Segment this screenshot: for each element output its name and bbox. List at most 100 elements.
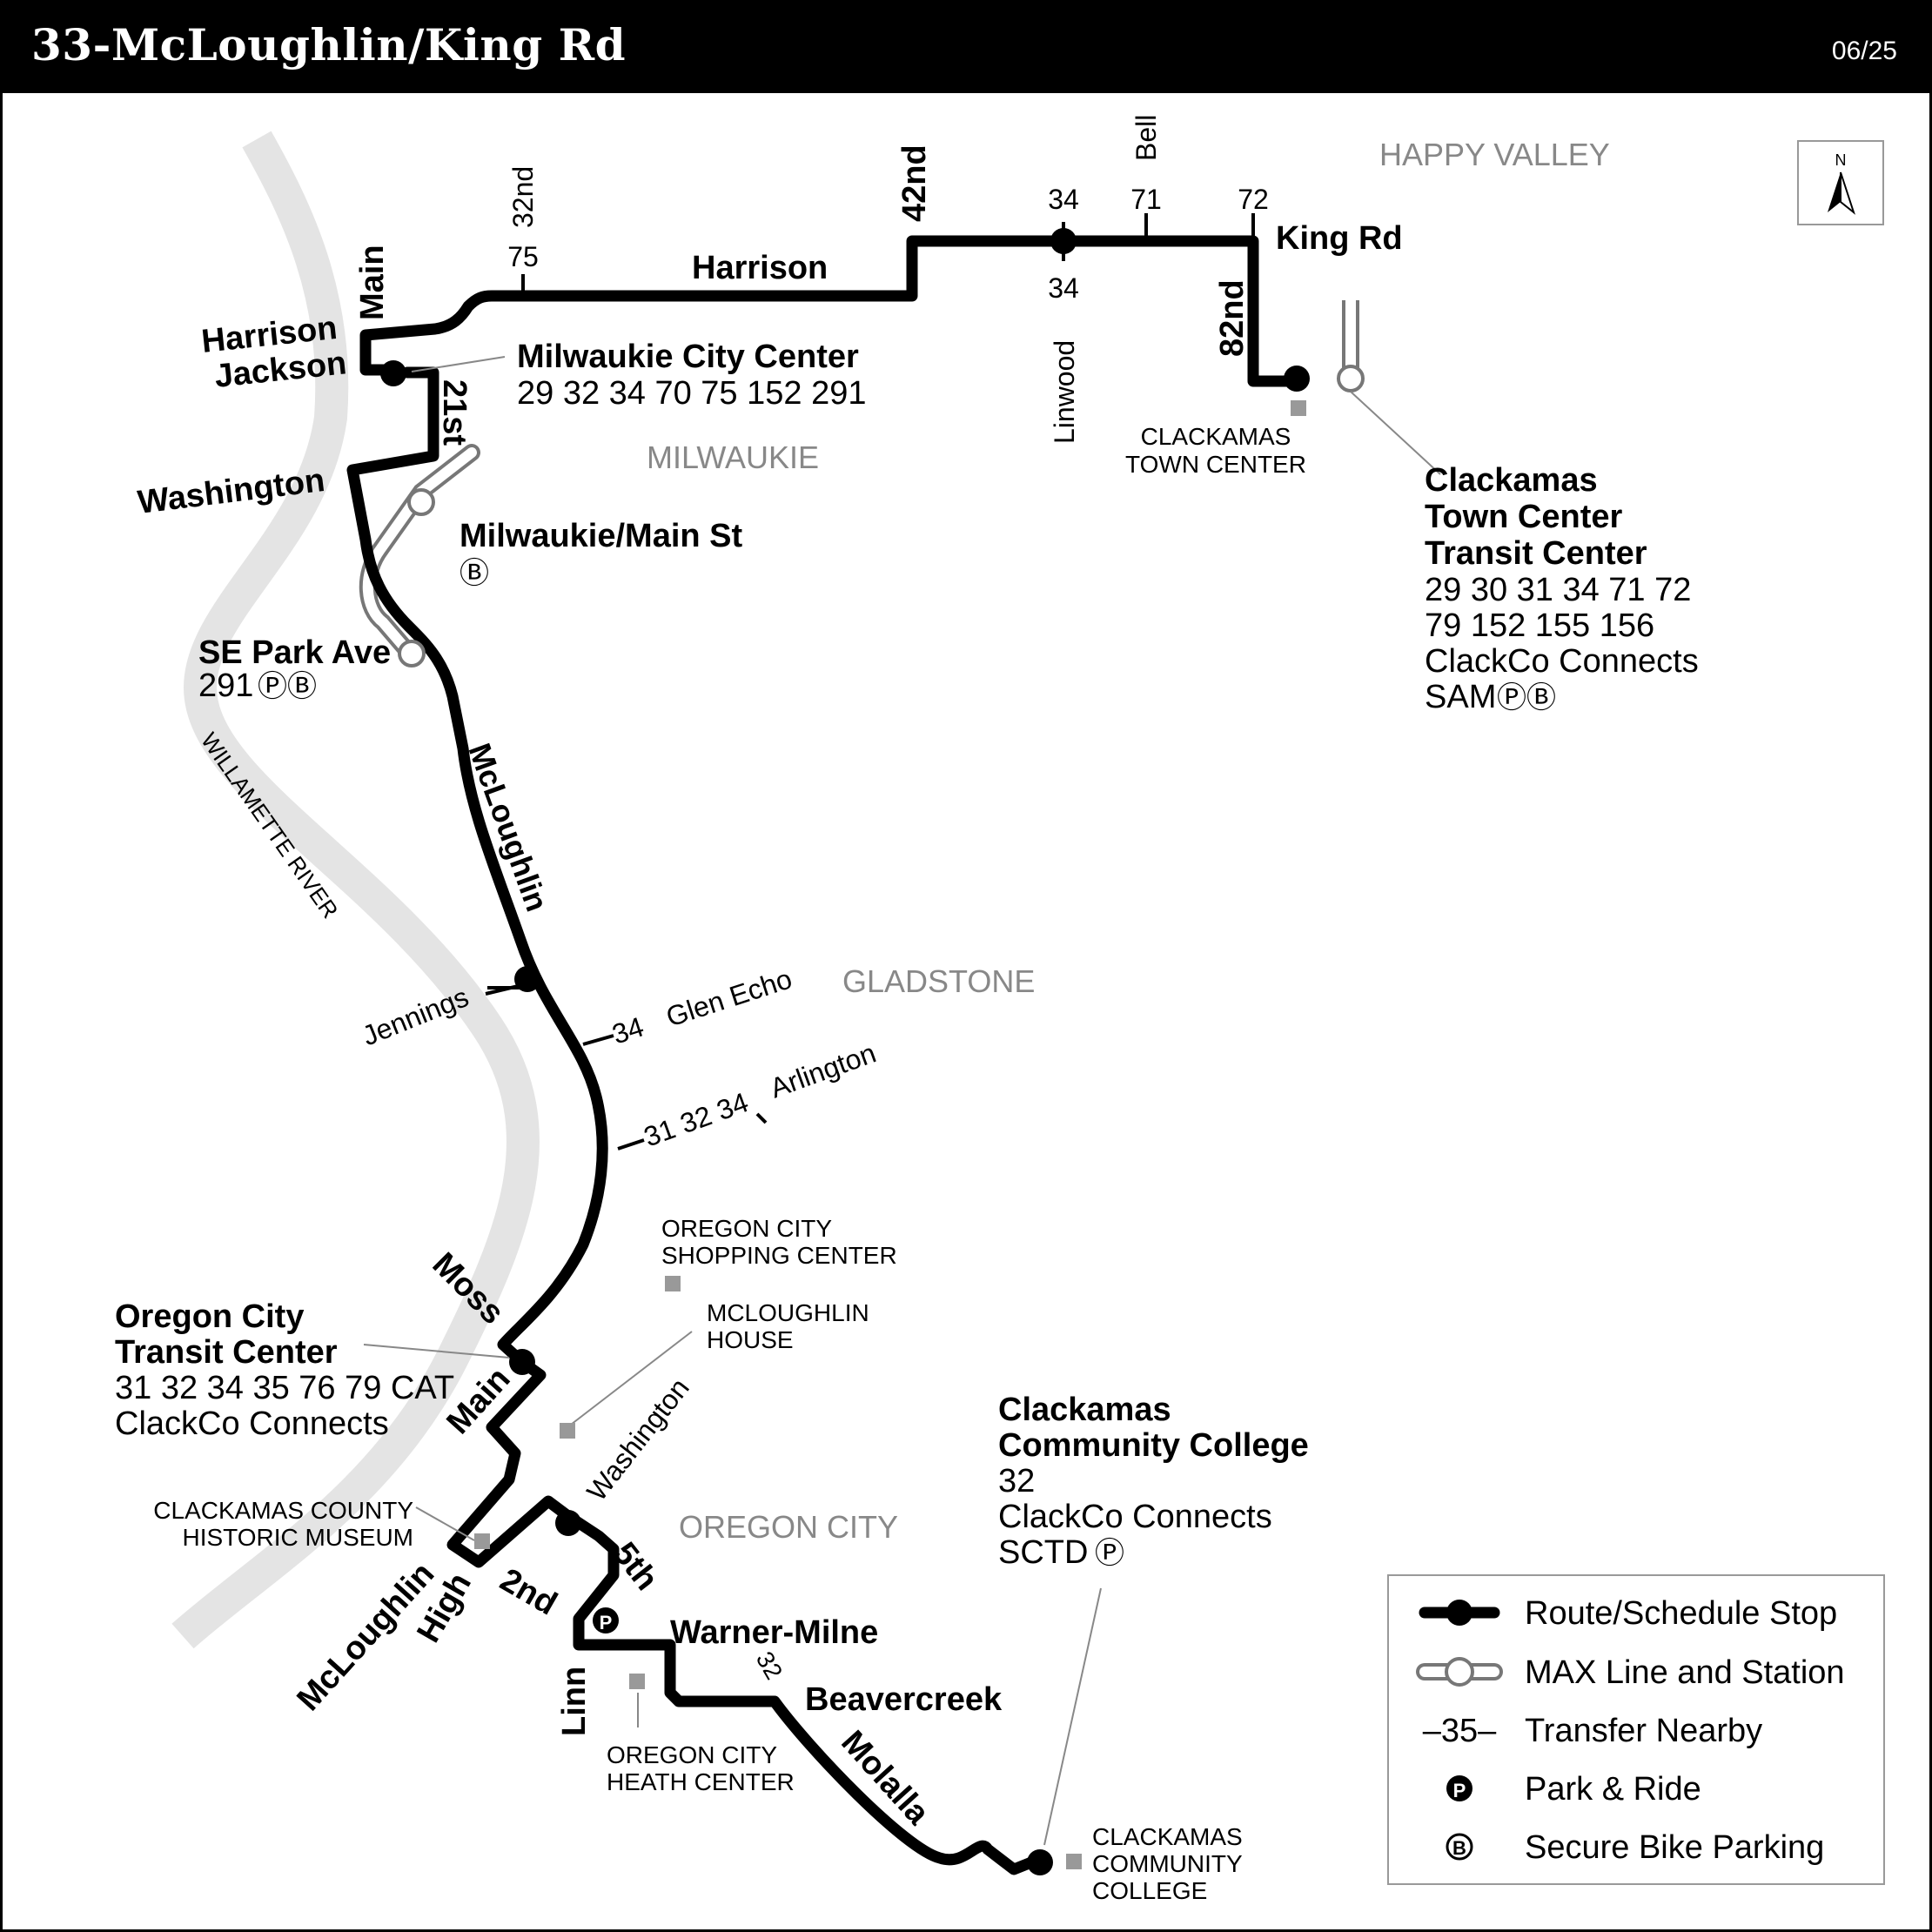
legend: Route/Schedule Stop MAX Line and Station… bbox=[1387, 1574, 1885, 1885]
landmark-ocsc-1: OREGON CITY bbox=[661, 1215, 832, 1242]
stop-milwaukie-city-center[interactable] bbox=[380, 360, 406, 386]
marker-ctc bbox=[1291, 400, 1306, 416]
landmark-ocsc-2: SHOPPING CENTER bbox=[661, 1242, 897, 1269]
landmark-ccc-1: CLACKAMAS bbox=[1092, 1823, 1243, 1850]
street-82nd: 82nd bbox=[1214, 279, 1251, 357]
stop-clackamas-cc[interactable] bbox=[1027, 1849, 1053, 1875]
station-se-park[interactable] bbox=[398, 640, 426, 667]
landmark-ctc-1: CLACKAMAS bbox=[1141, 423, 1291, 450]
street-glen-echo: Glen Echo bbox=[662, 963, 795, 1032]
ccc-routes1: 32 bbox=[998, 1463, 1035, 1499]
transfer-34-south: 34 bbox=[1048, 272, 1079, 304]
ctc-tc-routes1: 29 30 31 34 71 72 bbox=[1425, 572, 1691, 608]
ctc-tc-routes2: 79 152 155 156 bbox=[1425, 607, 1654, 644]
landmark-cchm-1: CLACKAMAS COUNTY bbox=[153, 1497, 413, 1524]
ccc-line2: Community College bbox=[998, 1427, 1309, 1464]
milwaukie-main-bike: Ⓑ bbox=[460, 557, 489, 590]
stop-linwood[interactable] bbox=[1050, 228, 1077, 254]
se-park-amenity: ⓅⒷ bbox=[258, 670, 317, 703]
stop-oregon-city-tc[interactable] bbox=[509, 1349, 535, 1375]
street-main-north: Main bbox=[354, 245, 391, 320]
street-warner-milne: Warner-Milne bbox=[670, 1614, 878, 1651]
willamette-river bbox=[171, 131, 540, 1649]
transfer-32: 32 bbox=[751, 1647, 788, 1684]
se-park-routes: 291 bbox=[198, 667, 253, 704]
street-arlington: Arlington bbox=[766, 1037, 880, 1104]
landmark-ochc-2: HEATH CENTER bbox=[607, 1768, 795, 1795]
route-title: 33-McLoughlin/King Rd bbox=[31, 19, 627, 70]
milwaukie-cc-name: Milwaukie City Center bbox=[517, 339, 859, 375]
area-milwaukie: MILWAUKIE bbox=[647, 439, 819, 475]
street-21st: 21st bbox=[436, 379, 473, 446]
transfer-31-32-34: 31 32 34 bbox=[640, 1086, 752, 1152]
compass-n: N bbox=[1835, 151, 1847, 169]
legend-transfer: Transfer Nearby bbox=[1525, 1713, 1762, 1749]
svg-text:P: P bbox=[1453, 1780, 1466, 1801]
ccc-routes3: SCTD bbox=[998, 1534, 1088, 1571]
landmark-ccc-3: COLLEGE bbox=[1092, 1877, 1207, 1904]
street-king-rd: King Rd bbox=[1276, 220, 1403, 257]
transfer-71: 71 bbox=[1130, 184, 1162, 215]
landmark-ccc-2: COMMUNITY bbox=[1092, 1850, 1243, 1877]
street-washington-south: Washington bbox=[580, 1372, 695, 1506]
marker-ochc bbox=[629, 1674, 645, 1689]
street-linwood: Linwood bbox=[1049, 340, 1080, 444]
street-beavercreek: Beavercreek bbox=[805, 1681, 1003, 1718]
transfer-34-north: 34 bbox=[1048, 184, 1079, 215]
landmark-ochc-1: OREGON CITY bbox=[607, 1741, 777, 1768]
street-linn: Linn bbox=[556, 1667, 593, 1736]
max-line-orange-fill bbox=[362, 447, 477, 658]
ccc-routes2: ClackCo Connects bbox=[998, 1499, 1272, 1535]
revision-date: 06/25 bbox=[1831, 37, 1897, 65]
max-stations bbox=[398, 365, 1365, 667]
se-park-name: SE Park Ave bbox=[198, 634, 391, 671]
legend-route-stop: Route/Schedule Stop bbox=[1525, 1595, 1837, 1632]
park-ride-icon: P bbox=[593, 1607, 619, 1633]
area-gladstone: GLADSTONE bbox=[842, 963, 1035, 999]
stop-clackamas-town-center[interactable] bbox=[1284, 366, 1310, 392]
street-jennings: Jennings bbox=[358, 981, 473, 1051]
landmark-mch-1: MCLOUGHLIN bbox=[707, 1299, 869, 1326]
ctc-tc-line2: Town Center bbox=[1425, 499, 1623, 535]
ctc-tc-routes4: SAM bbox=[1425, 679, 1496, 715]
octc-routes2: ClackCo Connects bbox=[115, 1405, 389, 1442]
title-bar: 33-McLoughlin/King Rd 06/25 bbox=[0, 0, 1932, 93]
legend-stop-icon bbox=[1446, 1600, 1472, 1626]
legend-bike-icon bbox=[1446, 1833, 1473, 1861]
stop-washington-5th[interactable] bbox=[555, 1510, 581, 1536]
marker-ccc bbox=[1066, 1854, 1082, 1869]
ccc-amenity: Ⓟ bbox=[1095, 1537, 1124, 1570]
area-oregon-city: OREGON CITY bbox=[679, 1509, 898, 1545]
transfer-34-glen-echo: 34 bbox=[608, 1010, 647, 1050]
transfer-75: 75 bbox=[507, 241, 539, 272]
octc-routes1: 31 32 34 35 76 79 CAT bbox=[115, 1370, 454, 1406]
river-label: WILLAMETTE RIVER bbox=[196, 728, 344, 922]
marker-mch bbox=[560, 1423, 575, 1439]
legend-transfer-symbol: –35– bbox=[1423, 1713, 1497, 1749]
route-33-line bbox=[346, 235, 1309, 1875]
legend-park-ride-icon bbox=[1446, 1775, 1472, 1801]
ctc-tc-line3: Transit Center bbox=[1425, 535, 1647, 572]
octc-line1: Oregon City bbox=[115, 1298, 304, 1335]
ctc-tc-routes3: ClackCo Connects bbox=[1425, 643, 1699, 680]
street-42nd: 42nd bbox=[896, 144, 933, 222]
marker-cchm bbox=[474, 1533, 490, 1549]
legend-max-station-icon bbox=[1445, 1657, 1474, 1687]
legend-box bbox=[1387, 1574, 1885, 1885]
transfer-72: 72 bbox=[1238, 184, 1269, 215]
compass-arrow-icon bbox=[1828, 172, 1841, 212]
stop-jennings[interactable] bbox=[514, 966, 540, 992]
legend-max-line: MAX Line and Station bbox=[1525, 1654, 1845, 1691]
street-harrison: Harrison bbox=[692, 250, 828, 286]
milwaukie-main-name: Milwaukie/Main St bbox=[460, 518, 743, 554]
leader-lines bbox=[363, 356, 1441, 1846]
ctc-tc-line1: Clackamas bbox=[1425, 462, 1598, 499]
milwaukie-cc-routes: 29 32 34 70 75 152 291 bbox=[517, 375, 867, 412]
ctc-tc-amenity: ⓅⒷ bbox=[1497, 681, 1556, 714]
legend-park-ride: Park & Ride bbox=[1525, 1771, 1701, 1808]
station-milwaukie-main[interactable] bbox=[407, 488, 435, 516]
landmark-markers bbox=[474, 400, 1306, 1869]
legend-bike: Secure Bike Parking bbox=[1525, 1829, 1824, 1866]
station-clackamas-tc[interactable] bbox=[1337, 365, 1365, 392]
